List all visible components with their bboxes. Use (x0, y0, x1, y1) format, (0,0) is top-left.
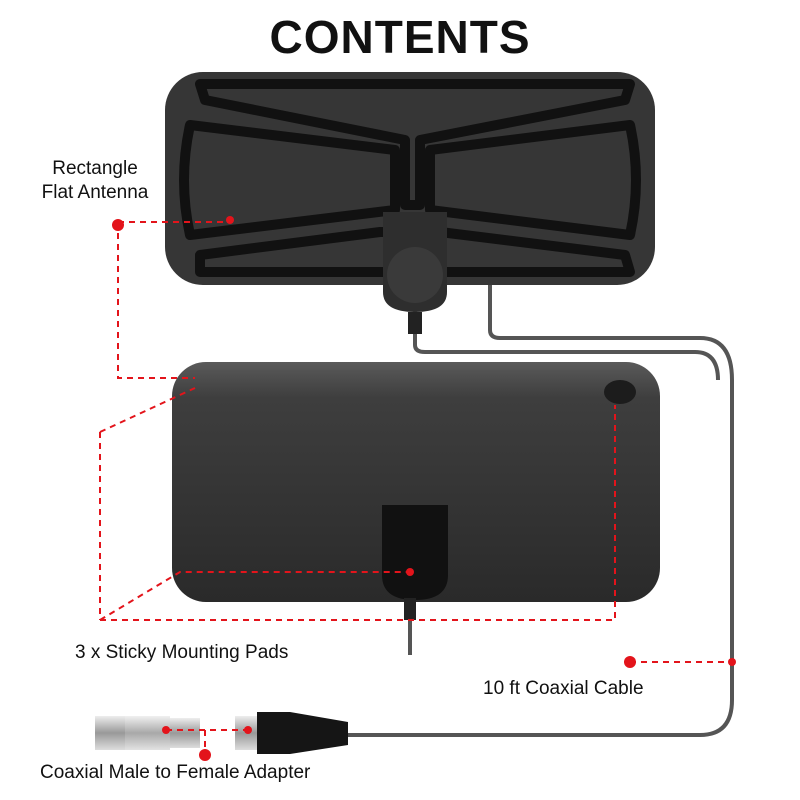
page-title: CONTENTS (269, 11, 531, 63)
antenna-label: Rectangle Flat Antenna (41, 158, 149, 203)
callout-dot (199, 749, 211, 761)
adapter-image (95, 716, 200, 750)
callout-dot (728, 658, 736, 666)
cable-connector-image (235, 712, 348, 754)
callout-dots (112, 216, 736, 761)
adapter-label: Coaxial Male to Female Adapter (40, 762, 311, 783)
callout-dot (406, 568, 414, 576)
cable-label: 10 ft Coaxial Cable (483, 678, 644, 699)
callout-dot (624, 656, 636, 668)
flat-antenna-image (165, 72, 655, 334)
callout-dot (112, 219, 124, 231)
callout-lines (99, 221, 732, 752)
sticky-pads-image (172, 362, 660, 620)
callout-dot (244, 726, 252, 734)
callout-dot (226, 216, 234, 224)
callout-dot (162, 726, 170, 734)
pads-label: 3 x Sticky Mounting Pads (75, 642, 289, 663)
